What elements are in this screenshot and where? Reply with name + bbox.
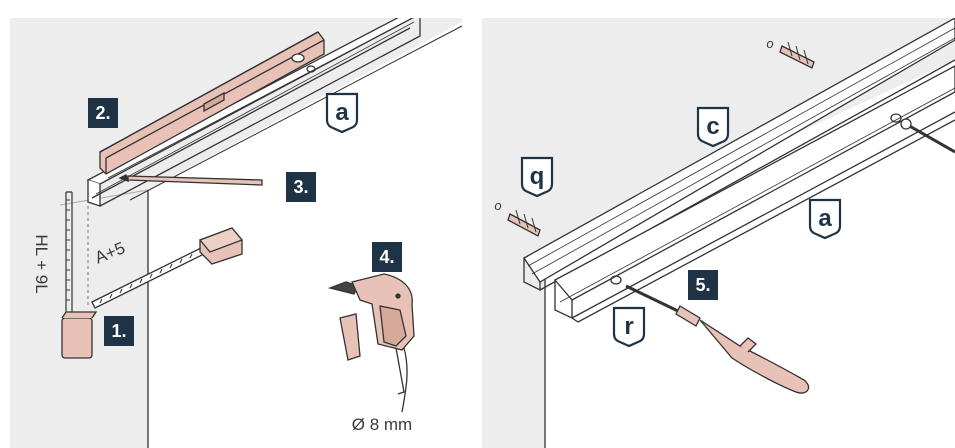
step-5-label: 5. bbox=[695, 275, 710, 295]
step-2: 2. bbox=[88, 98, 118, 128]
part-letter-c: c bbox=[706, 113, 719, 140]
step-1-label: 1. bbox=[111, 321, 126, 341]
tape-measure bbox=[61, 191, 98, 359]
part-badge-q: q bbox=[520, 156, 554, 198]
part-letter-a-right: a bbox=[818, 205, 832, 232]
step-3-label: 3. bbox=[293, 177, 308, 197]
spirit-level bbox=[99, 31, 325, 175]
part-letter-q: q bbox=[530, 163, 545, 190]
power-drill bbox=[327, 273, 415, 413]
right-panel bbox=[482, 18, 955, 448]
step-4-label: 4. bbox=[379, 247, 394, 267]
drill-size: Ø 8 mm bbox=[352, 415, 412, 434]
rail-track-left bbox=[86, 18, 462, 207]
plug-mark-left: o bbox=[494, 198, 501, 213]
tape-measure-offset bbox=[91, 227, 244, 309]
step-4: 4. bbox=[372, 242, 402, 272]
wall-plug-top bbox=[779, 41, 815, 69]
part-badge-c: c bbox=[696, 106, 730, 148]
step-5: 5. bbox=[688, 270, 718, 300]
wall-plug-left bbox=[507, 209, 541, 237]
part-badge-a-left: a bbox=[325, 92, 359, 134]
part-badge-a-right: a bbox=[808, 198, 842, 240]
screwdriver bbox=[625, 284, 810, 394]
part-badge-r: r bbox=[612, 306, 646, 348]
screw-right bbox=[900, 118, 955, 154]
rail-a-right bbox=[553, 65, 955, 323]
left-panel bbox=[10, 18, 462, 448]
step-2-label: 2. bbox=[95, 103, 110, 123]
part-letter-r: r bbox=[624, 313, 633, 340]
pencil bbox=[118, 174, 263, 186]
right-wall-face bbox=[545, 60, 955, 448]
plug-mark-top: o bbox=[766, 36, 773, 51]
measure-vertical: HL + 9L bbox=[32, 234, 51, 293]
part-letter-a-left: a bbox=[335, 99, 349, 126]
step-1: 1. bbox=[104, 316, 134, 346]
step-3: 3. bbox=[286, 172, 316, 202]
